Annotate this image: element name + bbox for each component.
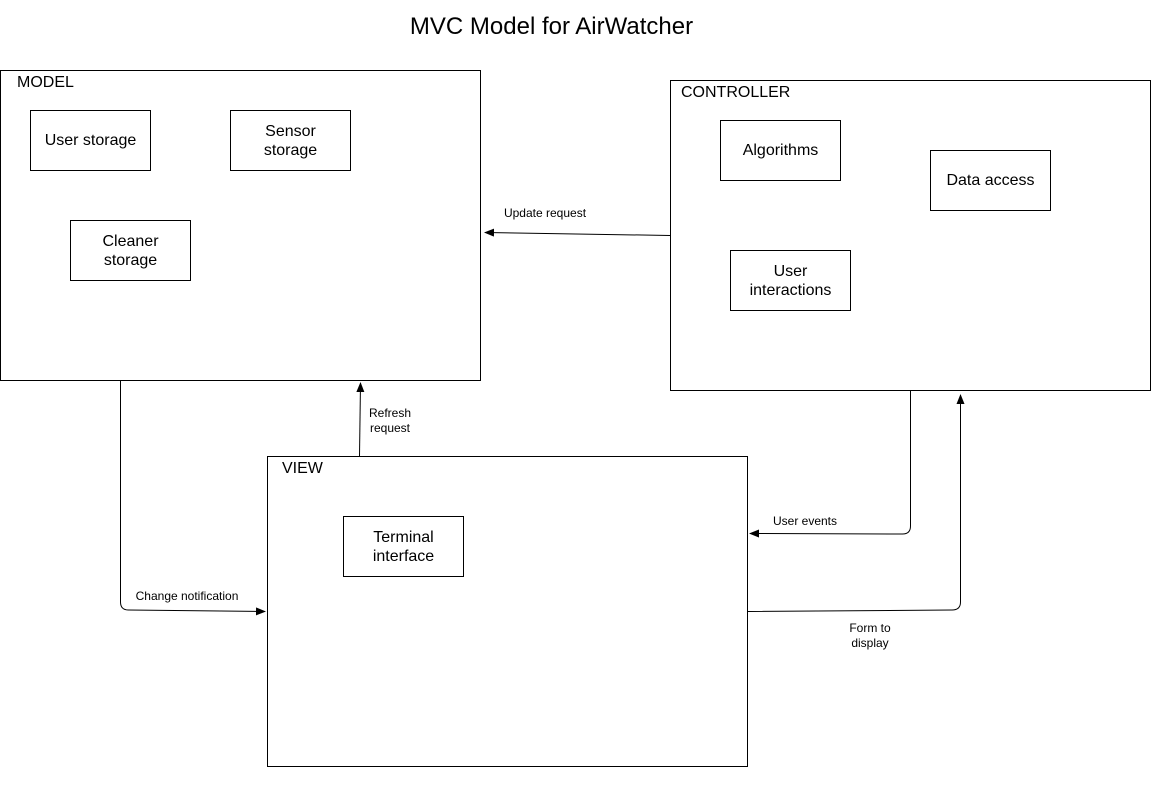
- algorithms-box: Algorithms: [720, 120, 841, 181]
- change-notification-arrow: [120, 381, 266, 616]
- controller-label: CONTROLLER: [681, 84, 791, 101]
- view-box: [267, 456, 748, 767]
- refresh-request-label: Refresh request: [368, 406, 412, 435]
- update-request-arrow: [484, 228, 671, 237]
- form-to-display-arrow: [747, 394, 965, 612]
- user-interactions-box: User interactions: [730, 250, 851, 311]
- change-notification-label: Change notification: [135, 589, 239, 603]
- user-events-label: User events: [772, 514, 838, 528]
- cleaner-storage-box: Cleaner storage: [70, 220, 191, 281]
- diagram-title: MVC Model for AirWatcher: [409, 13, 694, 40]
- refresh-request-arrow: [356, 382, 365, 457]
- data-access-box: Data access: [930, 150, 1051, 211]
- model-label: MODEL: [17, 74, 74, 91]
- user-events-arrow: [749, 391, 911, 538]
- sensor-storage-box: Sensor storage: [230, 110, 351, 171]
- terminal-interface-box: Terminal interface: [343, 516, 464, 577]
- view-label: VIEW: [282, 460, 323, 477]
- update-request-label: Update request: [503, 206, 587, 220]
- form-to-display-label: Form to display: [849, 621, 891, 650]
- user-storage-box: User storage: [30, 110, 151, 171]
